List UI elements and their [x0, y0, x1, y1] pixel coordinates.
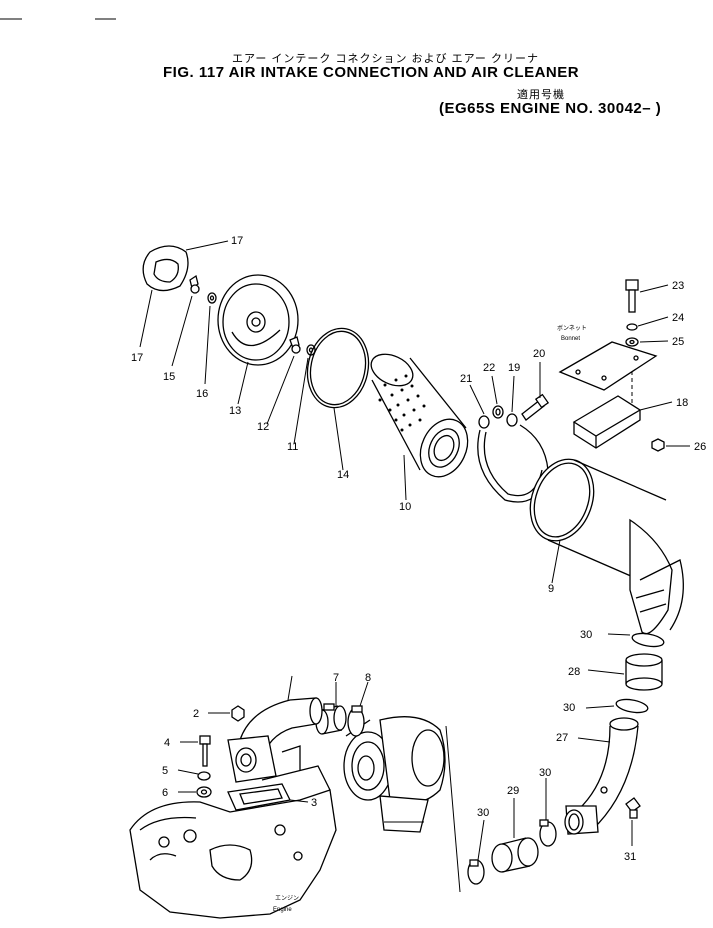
part-4-bolt: [180, 735, 211, 767]
callout-30: 30: [563, 702, 575, 714]
callout-6: 6: [162, 787, 168, 799]
callout-28: 28: [568, 666, 580, 678]
callout-10: 10: [399, 501, 411, 513]
part-16-washer: [204, 292, 217, 385]
part-30-clamp-lower-right: [539, 778, 557, 847]
figure-title: FIG. 117 AIR INTAKE CONNECTION AND AIR C…: [163, 64, 580, 81]
part-3-gasket: [227, 783, 309, 811]
part-20-bolt: [521, 362, 550, 421]
part-6-washer: [178, 786, 212, 798]
callout-16: 16: [196, 388, 208, 400]
callout-7: 7: [333, 672, 339, 684]
callout-27: 27: [556, 732, 568, 744]
callout-22: 22: [483, 362, 495, 374]
engine-note-jp: エンジン: [275, 895, 299, 902]
part-21-nut: [469, 384, 490, 429]
callout-2: 2: [193, 708, 199, 720]
callout-17: 17: [231, 235, 243, 247]
callout-9: 9: [548, 583, 554, 595]
callout-23: 23: [672, 280, 684, 292]
part-30-clamp-upper: [607, 632, 665, 648]
callout-29: 29: [507, 785, 519, 797]
part-30-clamp-middle: [585, 698, 649, 714]
callout-15: 15: [163, 371, 175, 383]
part-27-elbow-pipe: [564, 717, 639, 835]
bonnet-note: Bonnet: [561, 336, 580, 342]
part-5-washer: [177, 769, 211, 781]
part-13-end-cover: [217, 274, 299, 405]
part-29-hose: [491, 798, 539, 873]
part-15-wing-nut: [171, 274, 200, 367]
engine-range: (EG65S ENGINE NO. 30042– ): [439, 100, 662, 117]
callout-5: 5: [162, 765, 168, 777]
part-22-nut: [491, 375, 504, 419]
callout-4: 4: [164, 737, 170, 749]
part-28-hose: [587, 653, 663, 691]
part-2-nut: [208, 705, 245, 722]
engine-block: [129, 725, 461, 919]
part-25-washer: [625, 337, 669, 347]
part-23-bolt: [625, 279, 669, 313]
part-18-bracket: [572, 395, 673, 449]
callout-25: 25: [672, 336, 684, 348]
part-30-clamp-lower-left: [467, 819, 485, 885]
callout-14: 14: [337, 469, 349, 481]
callout-13: 13: [229, 405, 241, 417]
callout-11: 11: [287, 441, 298, 453]
part-1-intake-pipe: [227, 675, 323, 783]
part-24-washer: [626, 316, 669, 331]
callout-8: 8: [365, 672, 371, 684]
callout-24: 24: [672, 312, 684, 324]
part-14-o-ring: [306, 327, 370, 471]
callout-31: 31: [624, 851, 636, 863]
part-31-sensor: [625, 797, 641, 846]
part-17-seal: [139, 240, 229, 348]
callout-26: 26: [694, 441, 706, 453]
callout-20: 20: [533, 348, 545, 360]
part-10-filter-element: [370, 353, 469, 501]
part-12-wing-nut: [266, 336, 301, 425]
part-8-hose: [347, 681, 369, 737]
part-19-washer: [506, 375, 518, 427]
turbocharger: [343, 716, 446, 833]
part-9-air-cleaner-body: [529, 458, 684, 635]
applicable-label-jp: 適用号機: [517, 89, 565, 101]
engine-note: Engine: [273, 907, 292, 913]
part-26-nut: [651, 438, 690, 452]
callout-18: 18: [676, 397, 688, 409]
japanese-title: エアー インテーク コネクション および エアー クリーナ: [232, 53, 539, 65]
callout-12: 12: [257, 421, 269, 433]
bonnet-note-jp: ボンネット: [557, 324, 587, 332]
callout-21: 21: [460, 373, 472, 385]
callout-30: 30: [580, 629, 592, 641]
callout-3: 3: [311, 797, 317, 809]
callout-30: 30: [477, 807, 489, 819]
callout-30: 30: [539, 767, 551, 779]
bonnet-plate: [558, 341, 658, 391]
callout-19: 19: [508, 362, 520, 374]
callout-17: 17: [131, 352, 143, 364]
